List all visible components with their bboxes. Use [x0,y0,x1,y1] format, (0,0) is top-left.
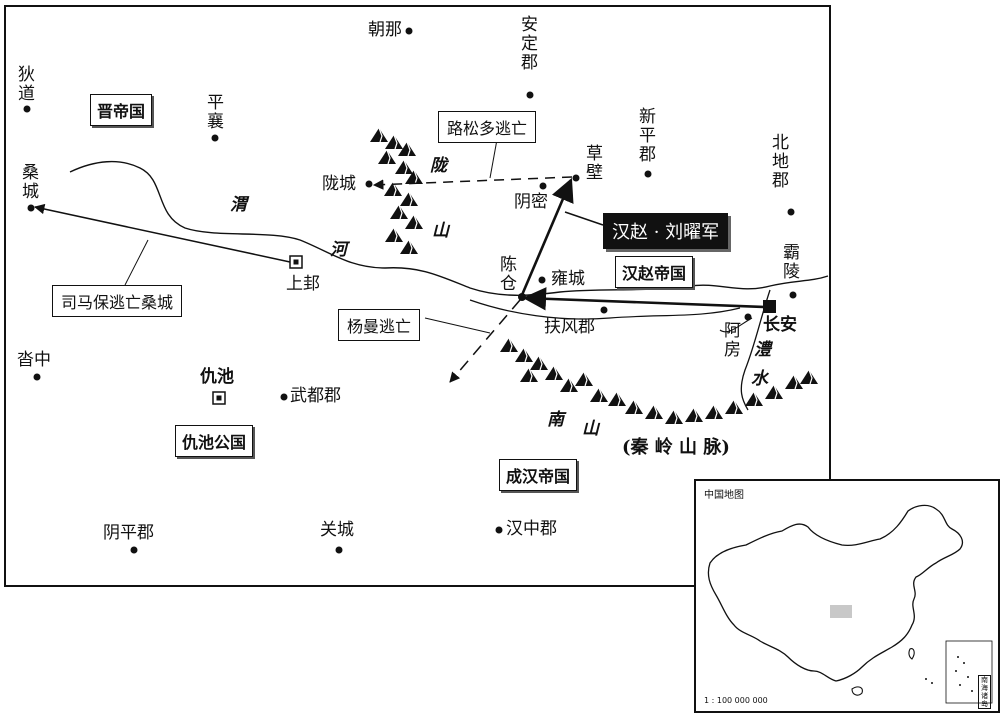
sima-bao-leader [124,239,149,286]
place-hanzhong: 汉中郡 [506,519,557,539]
wei-river-label-1: 渭 [230,195,247,215]
place-sangcheng: 桑城 [22,163,39,202]
wei-river [69,160,829,296]
annotation-liu-yao: 汉赵 · 刘曜军 [603,213,729,249]
liu-yao-route-west [522,287,766,311]
long-mountain-label-2: 山 [432,221,449,241]
place-wudu: 武都郡 [290,386,341,406]
annotation-sima-bao: 司马保逃亡桑城 [52,285,183,317]
wei-river-label-2: 河 [330,240,347,260]
state-jin: 晋帝国 [90,94,153,126]
wei-river-bank [469,299,741,320]
city-dots [23,27,797,554]
sima-bao-route [33,203,291,263]
place-caobi: 草壁 [586,144,603,183]
place-fufeng: 扶风郡 [544,317,595,337]
inset-highlight-area [830,605,852,618]
qinling-label: (秦 岭 山 脉) [622,437,730,458]
inset-title: 中国地图 [704,490,744,501]
place-chencang: 陈仓 [500,255,517,294]
place-afang: 阿房 [724,321,741,360]
place-bashang: 霸陵 [783,243,800,282]
feng-river-label-1: 澧 [754,340,771,360]
place-longcheng: 陇城 [322,174,356,194]
liu-yao-leader [564,211,604,226]
inset-scale: 1 : 100 000 000 [704,696,768,705]
yang-man-leader [424,317,491,334]
inset-nanhai-box [945,640,993,704]
annotation-lu-song: 路松多逃亡 [438,111,537,143]
place-didao: 狄道 [18,65,35,104]
annotation-yang-man: 杨曼逃亡 [338,309,421,341]
map-frame [4,5,831,587]
place-beidi: 北地郡 [772,133,789,191]
place-chaona: 朝那 [368,20,402,40]
place-changan: 长安 [763,315,797,335]
place-guancheng: 关城 [320,520,354,540]
place-guanzhong: 沓中 [17,350,51,370]
inset-outline [707,504,993,704]
nanshan-label-2: 山 [582,419,599,439]
state-hanzhao: 汉赵帝国 [615,256,694,288]
place-qiuchi: 仇池 [200,367,234,387]
feng-river-label-2: 水 [751,369,768,389]
place-yongcheng: 雍城 [551,269,585,289]
state-qiuchi: 仇池公国 [175,425,254,457]
long-mountains [369,127,424,255]
state-chenghan: 成汉帝国 [499,459,578,491]
place-pingxiang: 平襄 [207,93,224,132]
nanshan-label-1: 南 [547,410,564,430]
yang-man-route [449,299,521,383]
place-anding: 安定郡 [521,15,538,73]
capital-markers [212,255,776,405]
place-yinmi: 阴密 [514,192,548,212]
place-xinping: 新平郡 [639,107,656,165]
place-shanggui: 上邽 [286,274,320,294]
inset-nanhai-label: 南海诸岛 [978,675,991,709]
feng-river [740,289,771,411]
liu-yao-route-north [520,177,574,296]
place-yinping: 阴平郡 [103,523,154,543]
inset-china-map: 中国地图 南海诸岛 1 : 100 000 000 [694,479,1000,713]
long-mountain-label-1: 陇 [430,156,447,176]
